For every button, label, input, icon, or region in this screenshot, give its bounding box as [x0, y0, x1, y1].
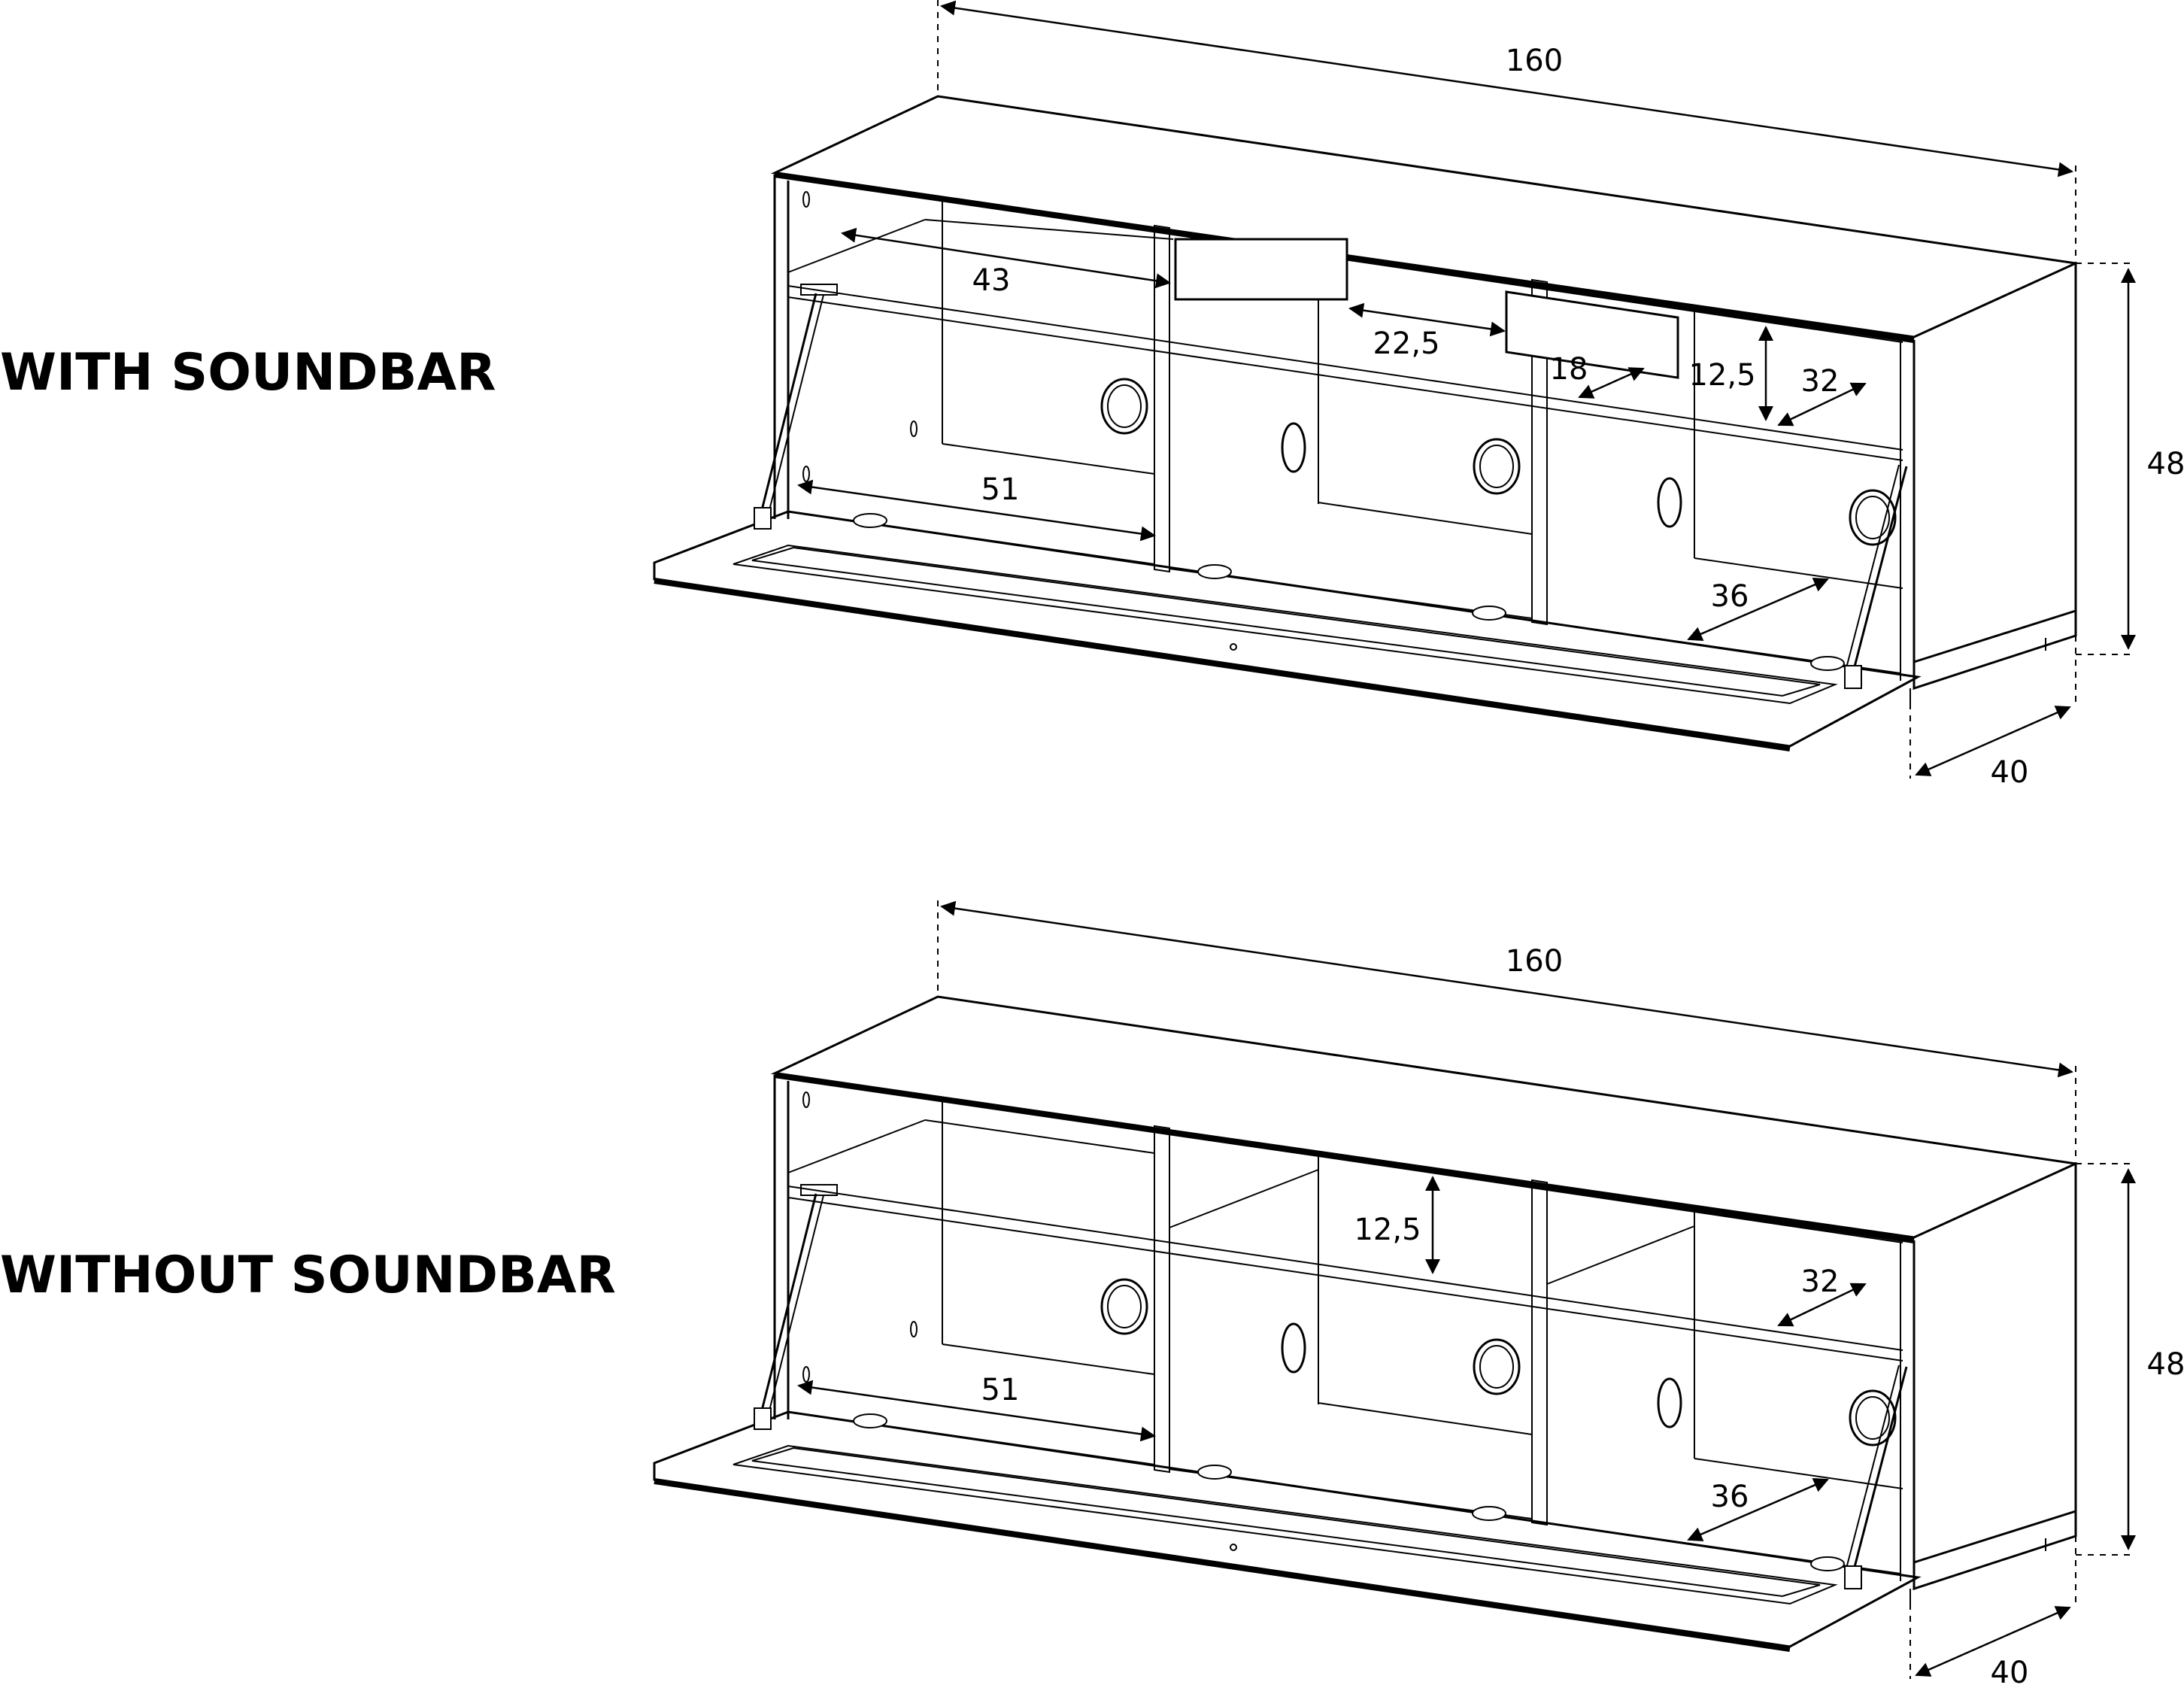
- dim-compartment-width: 51: [981, 472, 1020, 507]
- dim-shelf-depth: 32: [1801, 364, 1840, 399]
- dim-shelf-height: 12,5: [1354, 1213, 1421, 1247]
- title-without-soundbar: WITHOUT SOUNDBAR: [0, 1246, 616, 1305]
- dim-depth: 40: [1991, 755, 2029, 790]
- dim-soundbar-gap: 22,5: [1373, 326, 1439, 361]
- dim-compartment-width: 51: [981, 1373, 1020, 1407]
- cabinet-without-soundbar: [654, 997, 2076, 1649]
- cabinet-with-soundbar: [654, 96, 2076, 748]
- dim-width: 160: [1506, 944, 1563, 979]
- soundbar-block-right: [1505, 290, 1679, 379]
- dim-shelf-depth: 32: [1801, 1264, 1840, 1299]
- dim-width: 160: [1506, 44, 1563, 78]
- dims-without-soundbar: 160 48 40 12,5 32 51 36: [797, 900, 2184, 1690]
- dim-shelf-height: 12,5: [1688, 358, 1755, 393]
- dim-height: 48: [2147, 1347, 2184, 1382]
- dim-soundbar-depth: 18: [1550, 352, 1588, 387]
- dim-compartment-depth: 36: [1711, 1480, 1749, 1514]
- dims-with-soundbar: 160 48 40 43 22,5 18 12,5 32 51 36: [797, 0, 2184, 790]
- title-with-soundbar: WITH SOUNDBAR: [0, 343, 496, 402]
- dim-compartment-depth: 36: [1711, 579, 1749, 614]
- dim-height: 48: [2147, 447, 2184, 481]
- dim-depth: 40: [1991, 1656, 2029, 1690]
- dim-soundbar-shelf-width: 43: [972, 263, 1011, 298]
- soundbar-block-left: [1174, 238, 1348, 301]
